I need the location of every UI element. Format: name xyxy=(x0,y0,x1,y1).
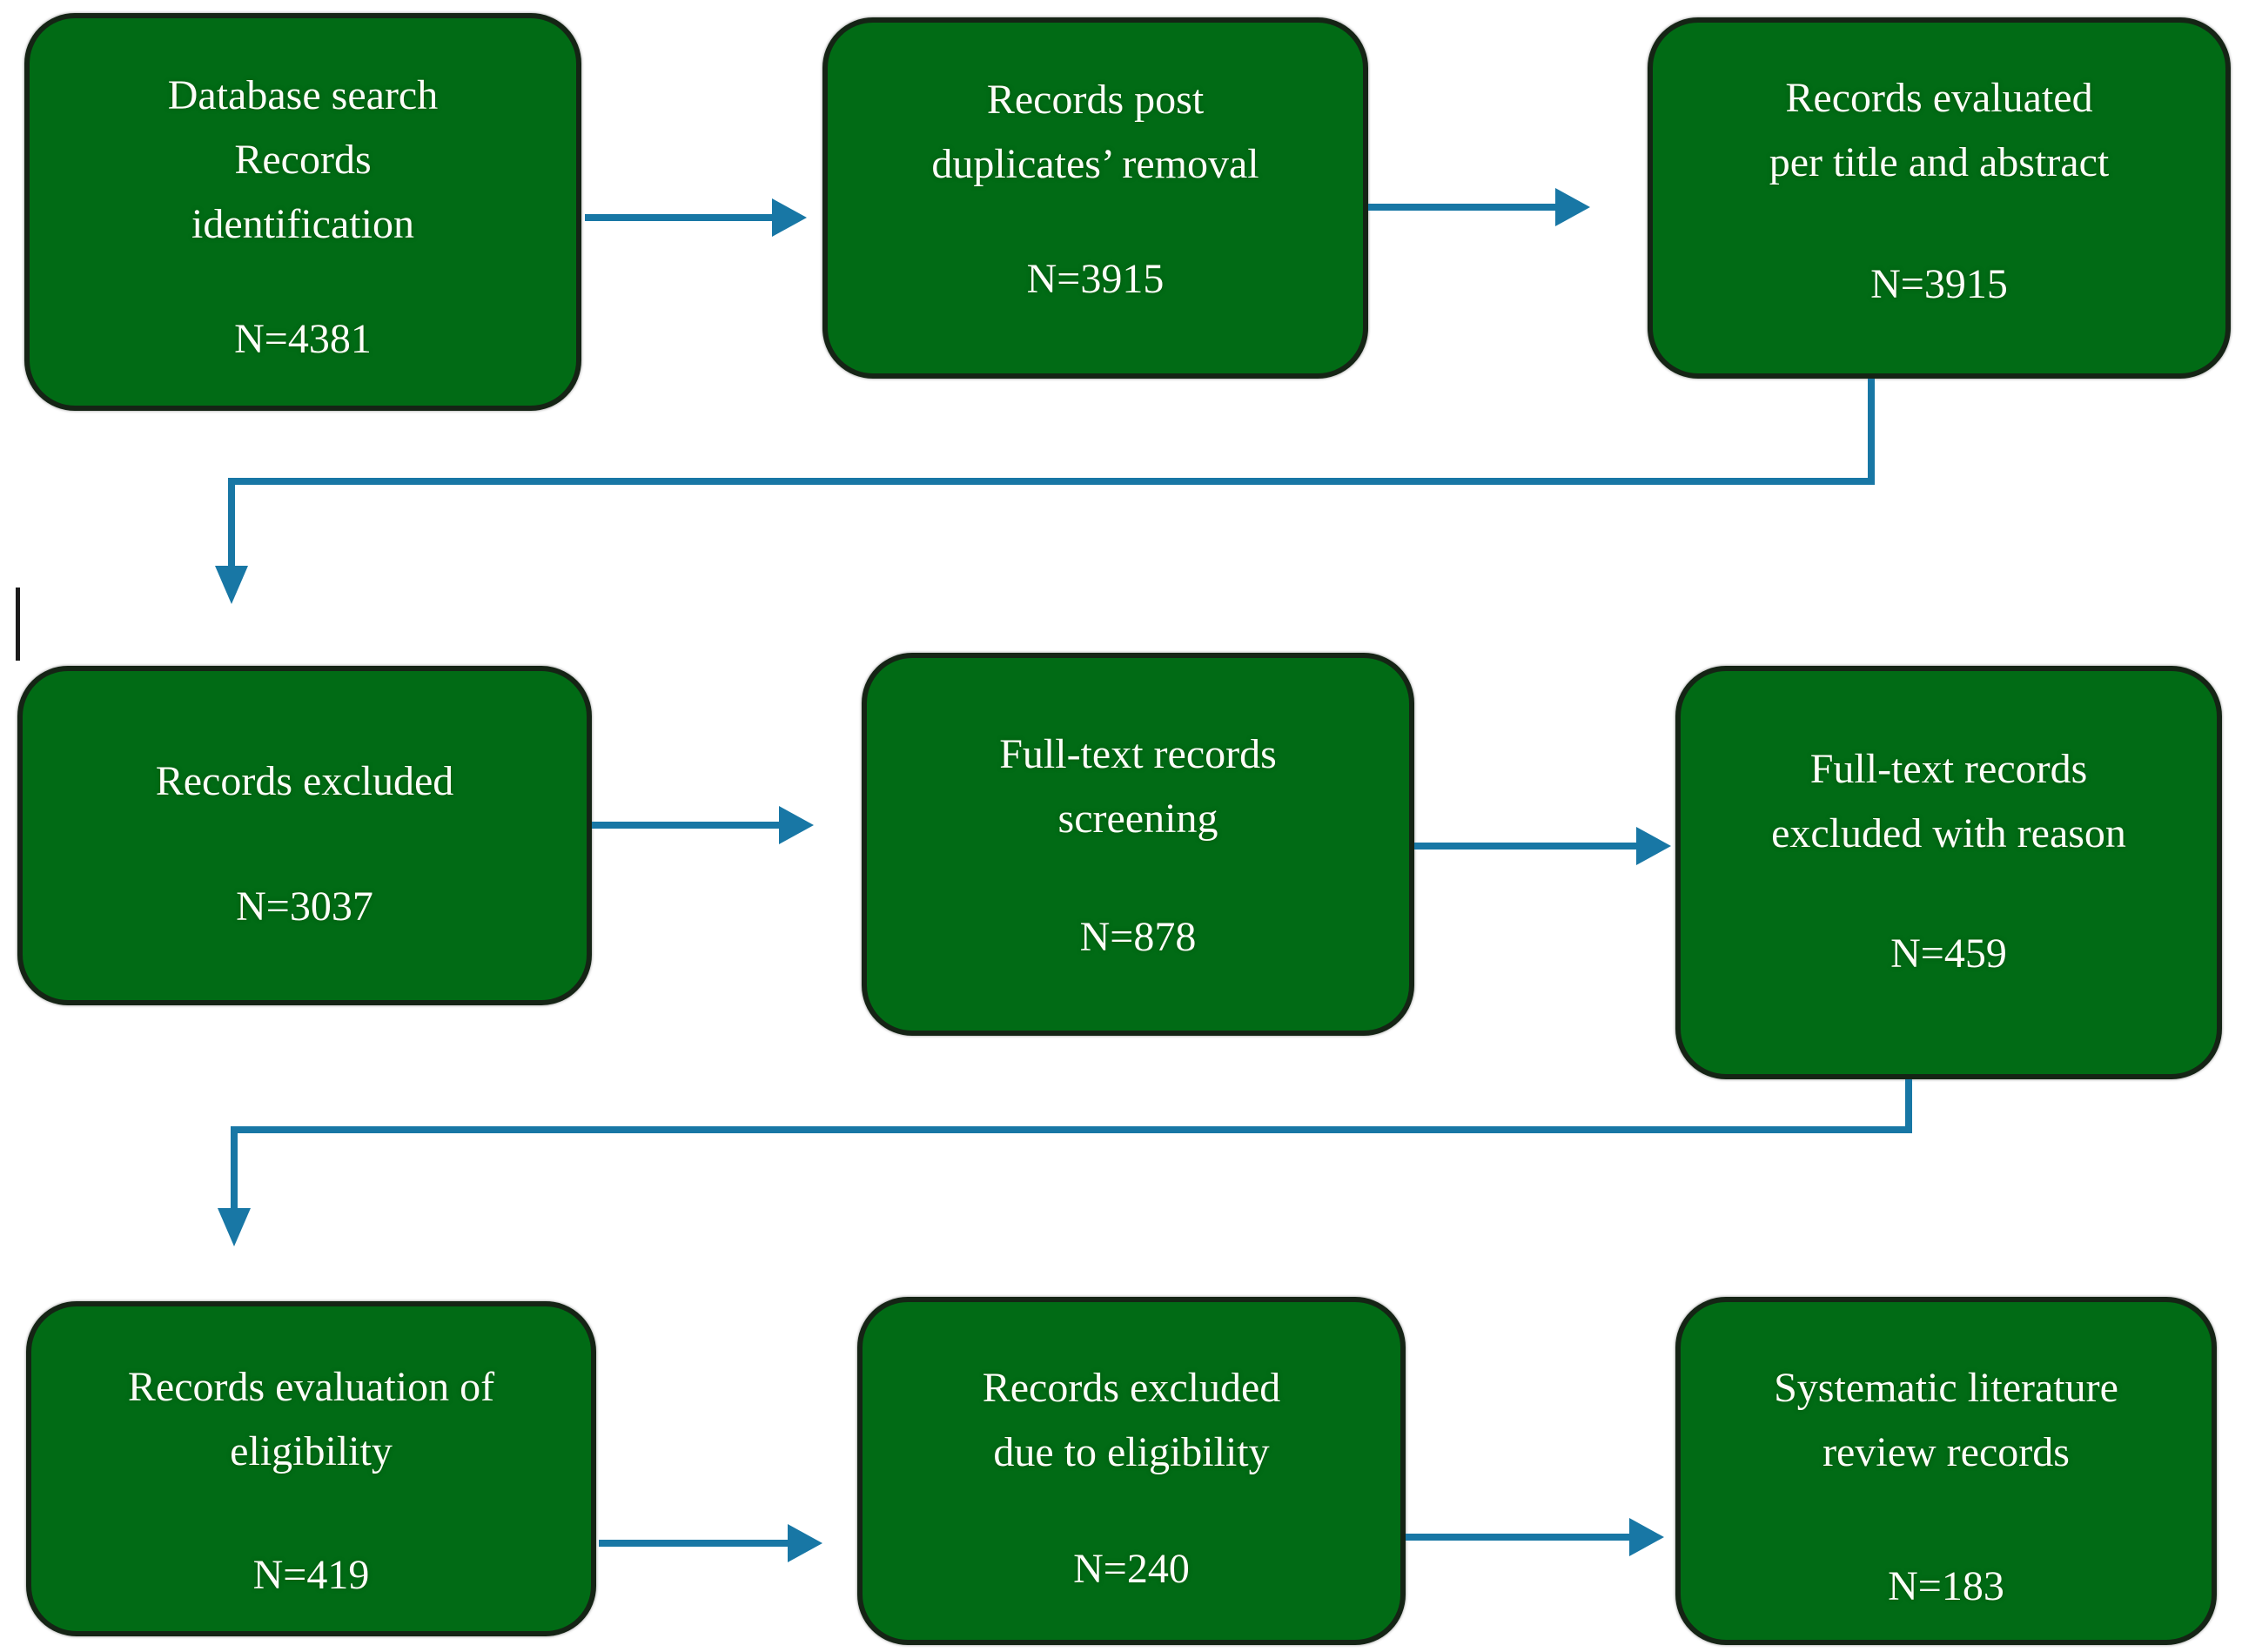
box-title-line: review records xyxy=(1822,1429,2070,1475)
stray-cursor-mark xyxy=(16,588,20,661)
arrowhead-right-icon xyxy=(772,198,807,237)
box-title-line: Records excluded xyxy=(982,1365,1281,1411)
connector-line xyxy=(228,485,235,567)
flow-box-post-duplicates: Records post duplicates’ removal N=3915 xyxy=(822,17,1368,379)
flow-box-records-excluded: Records excluded N=3037 xyxy=(17,666,592,1005)
box-count: N=459 xyxy=(1890,930,2007,977)
box-title-line: Records excluded xyxy=(155,758,454,804)
box-title-line: Records evaluation of xyxy=(127,1364,495,1410)
connector-line xyxy=(1368,204,1556,211)
connector-line xyxy=(1414,843,1637,850)
box-title-line: Records post xyxy=(986,77,1205,123)
flow-box-eligibility-evaluation: Records evaluation of eligibility N=419 xyxy=(26,1301,596,1636)
box-title-line: screening xyxy=(1057,796,1218,842)
arrowhead-down-icon xyxy=(218,1208,251,1246)
box-title-line: Database search xyxy=(167,72,439,118)
box-title-line: eligibility xyxy=(230,1428,393,1474)
arrowhead-down-icon xyxy=(215,566,248,604)
box-count: N=3915 xyxy=(1870,261,2008,307)
box-title-line: duplicates’ removal xyxy=(931,141,1259,187)
connector-line xyxy=(228,478,1875,485)
flow-box-fulltext-screening: Full-text records screening N=878 xyxy=(862,653,1414,1036)
connector-line xyxy=(231,1126,1912,1133)
box-count: N=419 xyxy=(252,1552,370,1598)
connector-line xyxy=(585,214,773,221)
box-title-line: identification xyxy=(191,201,414,247)
flow-box-title-abstract: Records evaluated per title and abstract… xyxy=(1648,17,2231,379)
box-title-line: Systematic literature xyxy=(1774,1365,2118,1411)
box-count: N=4381 xyxy=(234,316,372,362)
box-title-line: Records xyxy=(234,137,372,183)
box-title-line: Full-text records xyxy=(999,731,1277,777)
arrowhead-right-icon xyxy=(1636,827,1671,865)
connector-line xyxy=(1905,1079,1912,1133)
box-count: N=240 xyxy=(1073,1546,1190,1592)
connector-line xyxy=(592,822,780,829)
connector-line xyxy=(1406,1534,1630,1541)
flow-box-identification: Database search Records identification N… xyxy=(24,13,581,411)
flow-box-excluded-eligibility: Records excluded due to eligibility N=24… xyxy=(857,1297,1406,1645)
box-count: N=878 xyxy=(1079,914,1197,960)
arrowhead-right-icon xyxy=(1555,188,1590,226)
connector-line xyxy=(599,1540,789,1547)
flow-box-fulltext-excluded: Full-text records excluded with reason N… xyxy=(1675,666,2222,1079)
connector-line xyxy=(231,1133,238,1210)
box-title-line: due to eligibility xyxy=(993,1429,1270,1475)
arrowhead-right-icon xyxy=(788,1524,822,1562)
flow-box-slr-records: Systematic literature review records N=1… xyxy=(1675,1297,2217,1645)
box-title-line: excluded with reason xyxy=(1771,810,2126,856)
box-count: N=3915 xyxy=(1026,256,1165,302)
box-count: N=183 xyxy=(1888,1563,2004,1609)
box-title-line: Records evaluated xyxy=(1785,75,2093,121)
box-title-line: Full-text records xyxy=(1809,746,2088,792)
connector-line xyxy=(1868,379,1875,485)
box-count: N=3037 xyxy=(236,883,373,930)
arrowhead-right-icon xyxy=(779,806,814,844)
box-title-line: per title and abstract xyxy=(1769,139,2110,185)
arrowhead-right-icon xyxy=(1629,1518,1664,1556)
